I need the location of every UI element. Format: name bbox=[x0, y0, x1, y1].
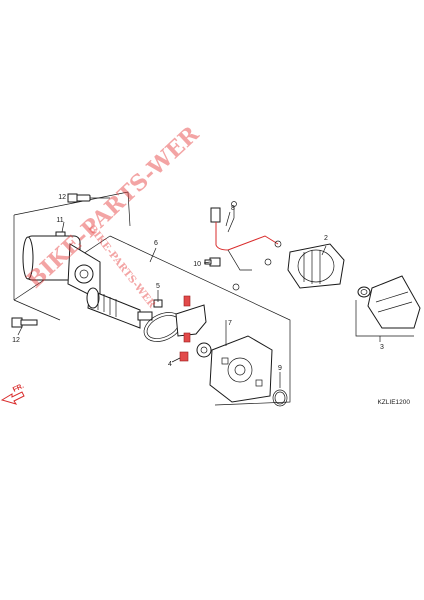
cover-3-bracket bbox=[355, 300, 414, 337]
o-ring-9[interactable] bbox=[272, 389, 288, 407]
bush[interactable] bbox=[357, 286, 371, 298]
armature[interactable] bbox=[86, 287, 163, 329]
callout-11: 11 bbox=[56, 217, 63, 224]
callout-12-top: 12 bbox=[58, 194, 66, 201]
front-label: FR. bbox=[12, 383, 25, 394]
starter-drive-2[interactable] bbox=[287, 243, 345, 289]
callout-2: 2 bbox=[324, 235, 328, 242]
diagram-code: KZLIE1200 bbox=[377, 399, 410, 406]
bolt-12-bottom[interactable] bbox=[11, 317, 38, 328]
watermark-main: BIKE-PARTS-WER bbox=[22, 121, 205, 294]
brush-set-4[interactable] bbox=[179, 351, 189, 362]
callout-5: 5 bbox=[156, 283, 160, 290]
front-arrow-icon bbox=[0, 391, 25, 405]
callout-7: 7 bbox=[228, 320, 232, 327]
callout-12-bottom: 12 bbox=[12, 337, 20, 344]
bearing[interactable] bbox=[196, 342, 212, 358]
bolt-10[interactable] bbox=[204, 257, 221, 267]
callout-3: 3 bbox=[380, 344, 384, 351]
bolt-12-top[interactable] bbox=[67, 193, 91, 203]
callout-8: 8 bbox=[231, 205, 235, 212]
front-direction-indicator: FR. bbox=[0, 383, 25, 405]
cover-3[interactable] bbox=[367, 275, 421, 329]
leader-lines bbox=[17, 197, 381, 388]
starter-motor-body[interactable] bbox=[22, 235, 101, 301]
starter-cable-8[interactable] bbox=[210, 201, 282, 291]
end-cover-7[interactable] bbox=[209, 335, 273, 403]
callout-4: 4 bbox=[168, 361, 172, 368]
callout-9: 9 bbox=[278, 365, 282, 372]
callout-10: 10 bbox=[193, 261, 201, 268]
callout-6: 6 bbox=[154, 240, 158, 247]
brush-holder[interactable] bbox=[175, 295, 207, 343]
